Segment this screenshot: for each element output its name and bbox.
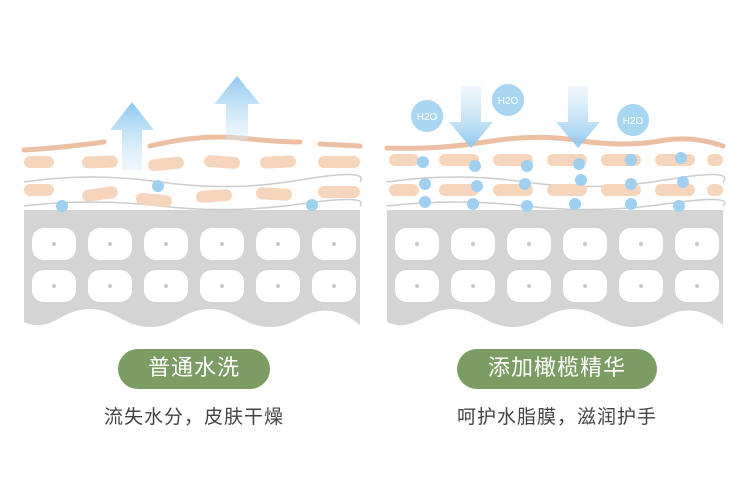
evaporation-arrow xyxy=(110,102,154,170)
epidermis-cells xyxy=(24,155,360,208)
h2o-bubble: H2O xyxy=(411,100,443,132)
surface-membrane xyxy=(21,139,107,153)
method-label: 普通水洗 xyxy=(118,349,270,389)
water-droplets xyxy=(417,152,689,212)
result-caption: 流失水分，皮肤干燥 xyxy=(103,406,284,428)
svg-text:H2O: H2O xyxy=(623,116,644,127)
left-panel: 普通水洗 流失水分，皮肤干燥 xyxy=(21,76,363,428)
svg-text:H2O: H2O xyxy=(417,112,438,123)
absorption-arrow xyxy=(449,86,493,148)
svg-text:H2O: H2O xyxy=(498,96,519,107)
right-panel: H2O H2O H2O 添加橄榄精华 呵护水脂膜，滋润护手 xyxy=(375,0,750,479)
epidermis-cells xyxy=(389,154,723,196)
result-caption: 呵护水脂膜，滋润护手 xyxy=(456,406,657,428)
skin-diagram-moist: H2O H2O H2O xyxy=(384,84,726,327)
h2o-bubble: H2O xyxy=(492,84,524,116)
method-label: 添加橄榄精华 xyxy=(457,349,657,389)
h2o-bubble: H2O xyxy=(617,104,649,136)
absorption-arrow xyxy=(556,86,600,148)
skin-diagram-dry xyxy=(21,76,363,327)
surface-membrane xyxy=(384,134,726,151)
dermis-layer xyxy=(24,210,360,327)
dermis-layer xyxy=(387,210,723,327)
evaporation-arrow xyxy=(214,76,260,140)
water-droplets xyxy=(56,180,318,212)
